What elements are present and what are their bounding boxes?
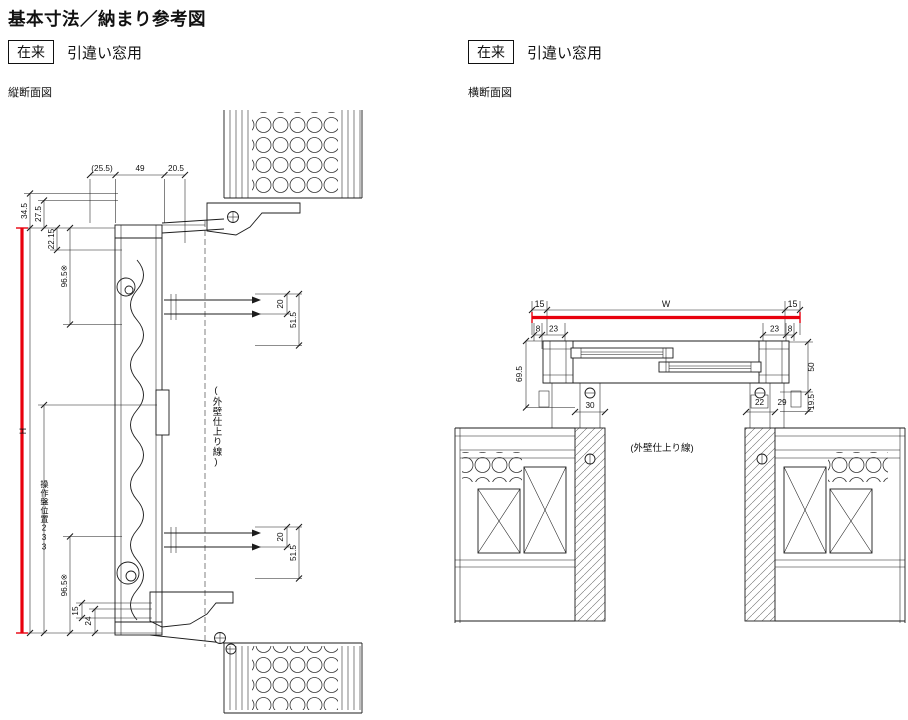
anchor-bolts-bottom: 20 51.5	[164, 523, 303, 582]
left-dimension-chain: 34.5 27.5 22.15 96.5※ H 操作盤位置233 96.5※ 1…	[16, 190, 162, 637]
dim-8-right: 8	[788, 325, 793, 334]
top-wall-section	[161, 110, 363, 236]
dim-panel-position: 操作盤位置233	[40, 479, 49, 552]
dim-96-5-top: 96.5※	[60, 264, 69, 287]
bottom-wall-section	[223, 642, 363, 714]
construction-type-badge-right: 在来	[468, 40, 514, 65]
frame-plan	[542, 340, 790, 384]
dim-34-5: 34.5	[20, 203, 29, 219]
right-wall-plan	[775, 428, 906, 623]
window-frame-profile	[114, 224, 205, 636]
dim-8-left: 8	[536, 325, 541, 334]
dim-27-5: 27.5	[34, 206, 43, 222]
sill-section	[149, 591, 237, 655]
dim-23-right: 23	[770, 325, 780, 334]
dim-anchor-top-51-5: 51.5	[289, 312, 298, 328]
dim-top-frame: 49	[135, 164, 145, 173]
chain-loop-bottom	[116, 561, 140, 585]
dim-22: 22	[755, 398, 765, 407]
insulation-coil-left	[462, 452, 522, 482]
operator-panel	[155, 389, 170, 436]
left-jamb	[542, 340, 574, 384]
dim-69-5: 69.5	[515, 366, 524, 382]
top-dimension-chain: (25.5) 49 20.5	[86, 164, 189, 243]
head-flashing	[206, 202, 301, 236]
wall-finish-line-label-right: (外壁仕上り線)	[630, 442, 693, 454]
width-dimension-chain: 15 W 15	[528, 299, 804, 335]
dim-22-15: 22.15	[47, 228, 56, 249]
dim-width-w: W	[662, 299, 671, 309]
right-jamb	[758, 340, 790, 384]
left-section-header: 在来 引違い窓用	[8, 40, 143, 65]
dim-30: 30	[585, 401, 595, 410]
dim-anchor-bottom-20: 20	[276, 532, 285, 542]
dim-margin-right: 15	[788, 299, 798, 309]
dim-height-h: H	[18, 428, 28, 434]
upper-sash	[570, 347, 674, 359]
right-section-header: 在来 引違い窓用	[468, 40, 603, 65]
wall-finish-plane	[455, 427, 905, 437]
dim-24: 24	[84, 616, 93, 626]
frame-dimensions: 69.5 50 19.5 30 22 29	[515, 337, 816, 416]
construction-type-badge-left: 在来	[8, 40, 54, 65]
left-drawing-caption: 縦断面図	[8, 87, 52, 99]
dim-29: 29	[777, 398, 787, 407]
insulation-coil-top	[252, 112, 338, 196]
chain-loop-top	[116, 277, 136, 297]
operator-chain	[130, 259, 144, 621]
right-drawing-caption: 横断面図	[468, 87, 512, 99]
dim-15: 15	[71, 606, 80, 616]
dim-anchor-bottom-51-5: 51.5	[289, 545, 298, 561]
jamb-casings	[538, 383, 802, 622]
lower-sash	[658, 361, 762, 373]
dim-anchor-top-20: 20	[276, 299, 285, 309]
insulation-coil-bottom	[252, 646, 338, 710]
anchor-bolts-top: 20 51.5	[164, 290, 303, 349]
left-wall-plan	[454, 428, 575, 623]
dim-96-5-bottom: 96.5※	[60, 573, 69, 596]
horizontal-section-drawing: 15 W 15 8 23 23 8	[454, 299, 906, 623]
vertical-section-drawing: (外壁仕上り線) 20 51.5 20 51.5	[16, 110, 363, 714]
insulation-coil-right	[828, 452, 888, 482]
dim-19-5: 19.5	[807, 394, 816, 410]
page-title: 基本寸法／納まり参考図	[8, 9, 206, 29]
window-type-label-left: 引違い窓用	[67, 44, 143, 62]
dim-50: 50	[807, 362, 816, 372]
wall-finish-line-label-left: (外壁仕上り線)	[211, 385, 223, 468]
dim-top-offset: (25.5)	[91, 164, 113, 173]
window-type-label-right: 引違い窓用	[527, 44, 603, 62]
dim-23-left: 23	[549, 325, 559, 334]
dim-top-outer: 20.5	[168, 164, 184, 173]
dim-margin-left: 15	[535, 299, 545, 309]
